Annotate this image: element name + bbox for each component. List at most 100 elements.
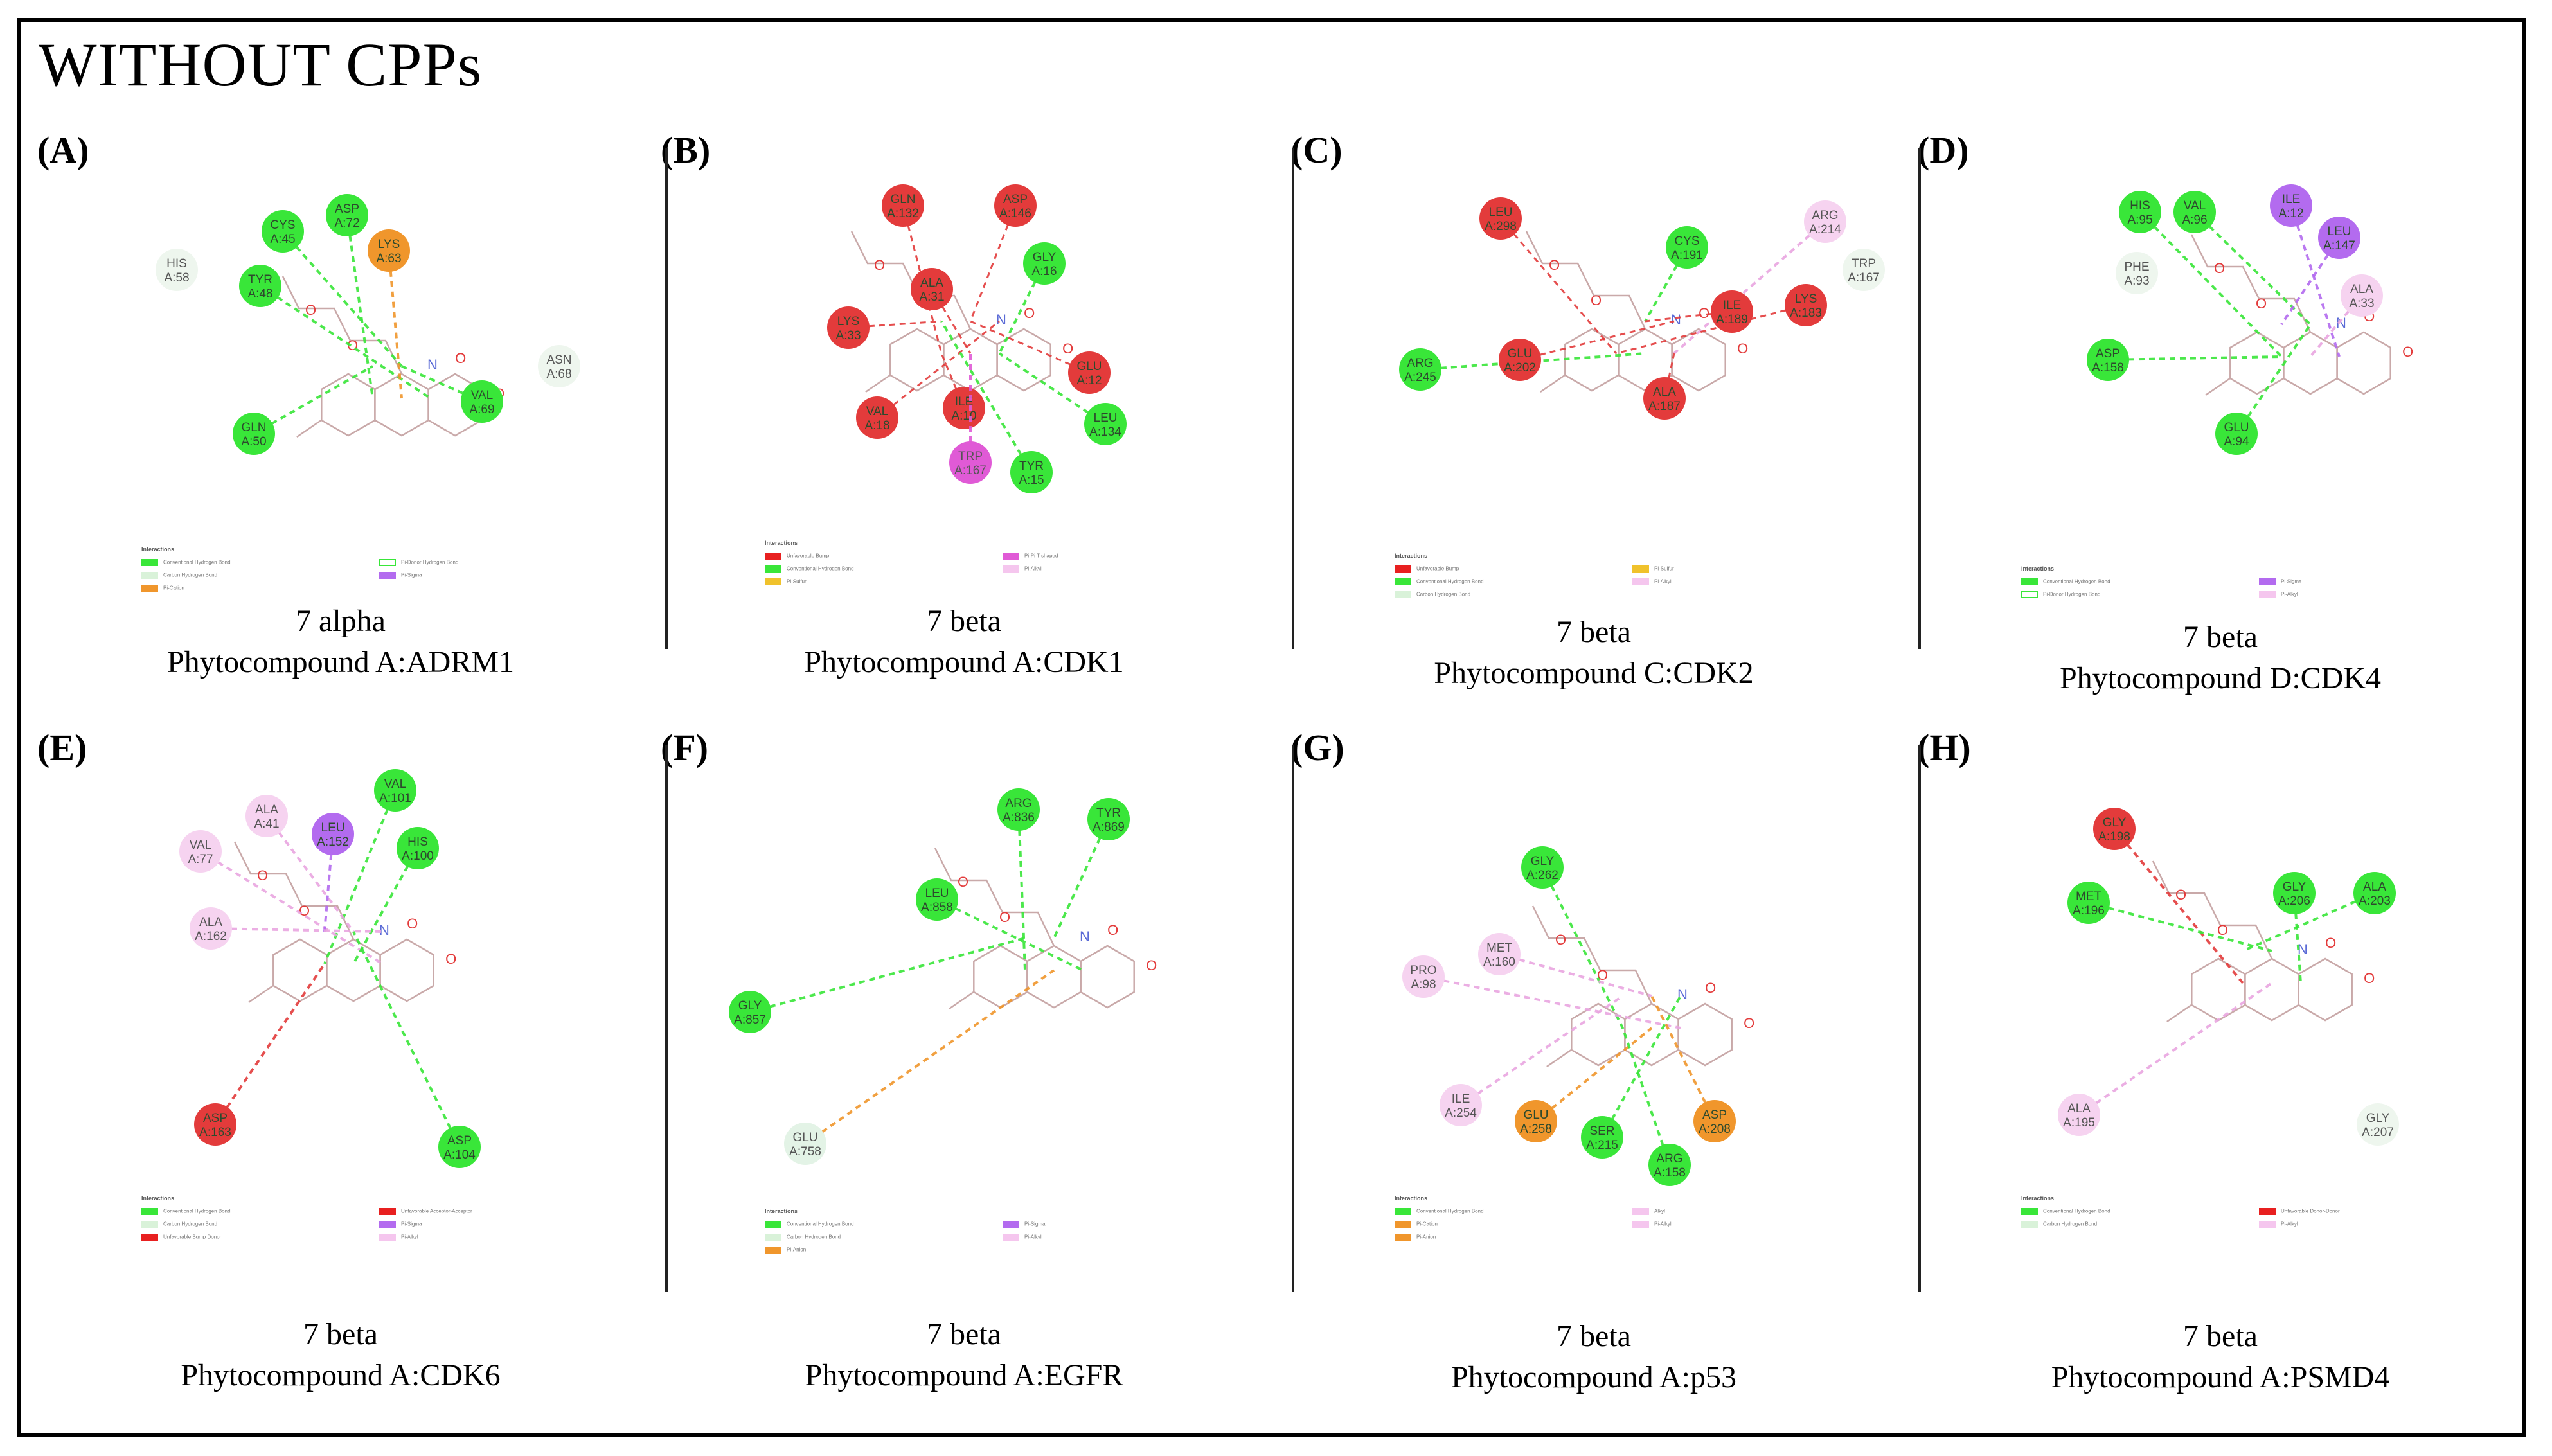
legend-label: Pi-Sulfur — [1654, 565, 1674, 572]
complex-name: Phytocompound A:PSMD4 — [2051, 1360, 2390, 1394]
atom-label: N — [379, 922, 389, 938]
complex-name: Phytocompound C:CDK2 — [1434, 656, 1754, 690]
residue-name: ASP — [447, 1134, 472, 1148]
ligand-name: 7 beta — [2183, 620, 2258, 654]
atom-label: O — [1555, 932, 1566, 948]
residue-num: A:68 — [546, 368, 571, 381]
residue-disc — [1581, 1116, 1623, 1159]
legend-item: Carbon Hydrogen Bond — [141, 1221, 217, 1230]
residue-disc — [156, 249, 198, 291]
atom-label: O — [407, 916, 418, 932]
residue-disc — [1711, 290, 1753, 333]
residue-disc — [1068, 351, 1111, 394]
legend-swatch — [2021, 591, 2038, 598]
residue-num: A:203 — [2359, 894, 2391, 908]
residue-num: A:207 — [2362, 1126, 2394, 1139]
residue-disc — [2093, 808, 2136, 850]
legend-swatch — [1632, 1221, 1649, 1228]
legend-item: Conventional Hydrogen Bond — [2021, 578, 2110, 587]
atom-label: O — [1705, 980, 1716, 996]
atom-label: O — [958, 874, 968, 890]
legend-swatch — [379, 1234, 396, 1241]
residue-disc — [994, 184, 1037, 227]
residue-num: A:254 — [1445, 1106, 1477, 1120]
residue-name: LEU — [321, 821, 345, 835]
panel-separator — [1918, 745, 1921, 1292]
legend-swatch — [141, 585, 158, 592]
residue-disc — [374, 769, 416, 812]
ligand-name: 7 alpha — [296, 604, 386, 638]
legend-item: Carbon Hydrogen Bond — [141, 572, 217, 581]
interaction-bond — [1535, 1027, 1653, 1123]
legend-swatch — [765, 1247, 781, 1254]
figure-title: WITHOUT CPPs — [39, 30, 483, 99]
interaction-bond — [2139, 211, 2283, 358]
residue-num: A:132 — [887, 207, 919, 220]
residue-disc — [368, 229, 410, 272]
legend-label: Conventional Hydrogen Bond — [787, 565, 854, 572]
atom-label: O — [299, 903, 310, 919]
residue-name: TYR — [1096, 806, 1121, 820]
panel-separator — [1292, 745, 1294, 1292]
residue-disc — [1440, 1084, 1482, 1126]
panel-label: (E) — [37, 727, 87, 768]
residue-num: A:195 — [2063, 1116, 2095, 1130]
atom-label: N — [2336, 315, 2346, 331]
residue-num: A:245 — [1404, 371, 1436, 384]
legend-item: Pi-Donor Hydrogen Bond — [379, 559, 458, 568]
interaction-bond — [2193, 211, 2312, 326]
interaction-bond — [199, 850, 384, 965]
residue-num: A:160 — [1483, 955, 1515, 969]
atom-label: N — [427, 357, 438, 373]
atom-label: O — [1744, 1015, 1754, 1031]
residue-num: A:33 — [835, 329, 861, 342]
complex-name: Phytocompound D:CDK4 — [2059, 661, 2381, 695]
legend-swatch — [1632, 565, 1649, 573]
residue-num: A:63 — [376, 252, 401, 265]
panel-label: (F) — [661, 727, 709, 768]
legend-item: Conventional Hydrogen Bond — [141, 1208, 231, 1217]
residue-disc — [1666, 226, 1708, 269]
residue-disc — [911, 268, 953, 310]
panel-label: (B) — [661, 129, 711, 171]
residue-name: GLY — [1531, 855, 1555, 868]
interaction-bond — [998, 263, 1046, 354]
residue-num: A:162 — [195, 930, 227, 943]
legend-item: Pi-Sigma — [379, 1221, 422, 1230]
interaction-bond — [1017, 809, 1026, 971]
residue-name: ALA — [2350, 283, 2373, 296]
residue-name: GLY — [2366, 1112, 2390, 1125]
atom-label: O — [1549, 257, 1560, 273]
interaction-bond — [2242, 892, 2375, 952]
legend-swatch — [2021, 1221, 2038, 1228]
residue-num: A:215 — [1586, 1139, 1618, 1152]
interaction-diagram: OONOOASPA:72CYSA:45TYRA:48GLNA:50LYSA:63… — [32, 167, 649, 630]
interaction-svg: OONOOGLYA:198META:196GLYA:206ALAA:203ALA… — [2058, 808, 2399, 1146]
ligand-name: 7 beta — [927, 1317, 1001, 1351]
legend-swatch — [141, 559, 158, 566]
atom-label: O — [1146, 957, 1157, 973]
residue-name: ARG — [1656, 1152, 1682, 1166]
residue-disc — [1479, 197, 1522, 240]
legend-item: Conventional Hydrogen Bond — [2021, 1208, 2110, 1217]
legend-item: Pi-Anion — [1395, 1234, 1436, 1243]
legend-swatch — [1003, 553, 1019, 560]
interaction-bond — [1519, 320, 1675, 361]
residue-name: GLU — [1507, 347, 1532, 360]
interaction-bond — [1621, 1027, 1671, 1166]
residue-num: A:183 — [1790, 306, 1822, 320]
interaction-bond — [940, 320, 1033, 474]
